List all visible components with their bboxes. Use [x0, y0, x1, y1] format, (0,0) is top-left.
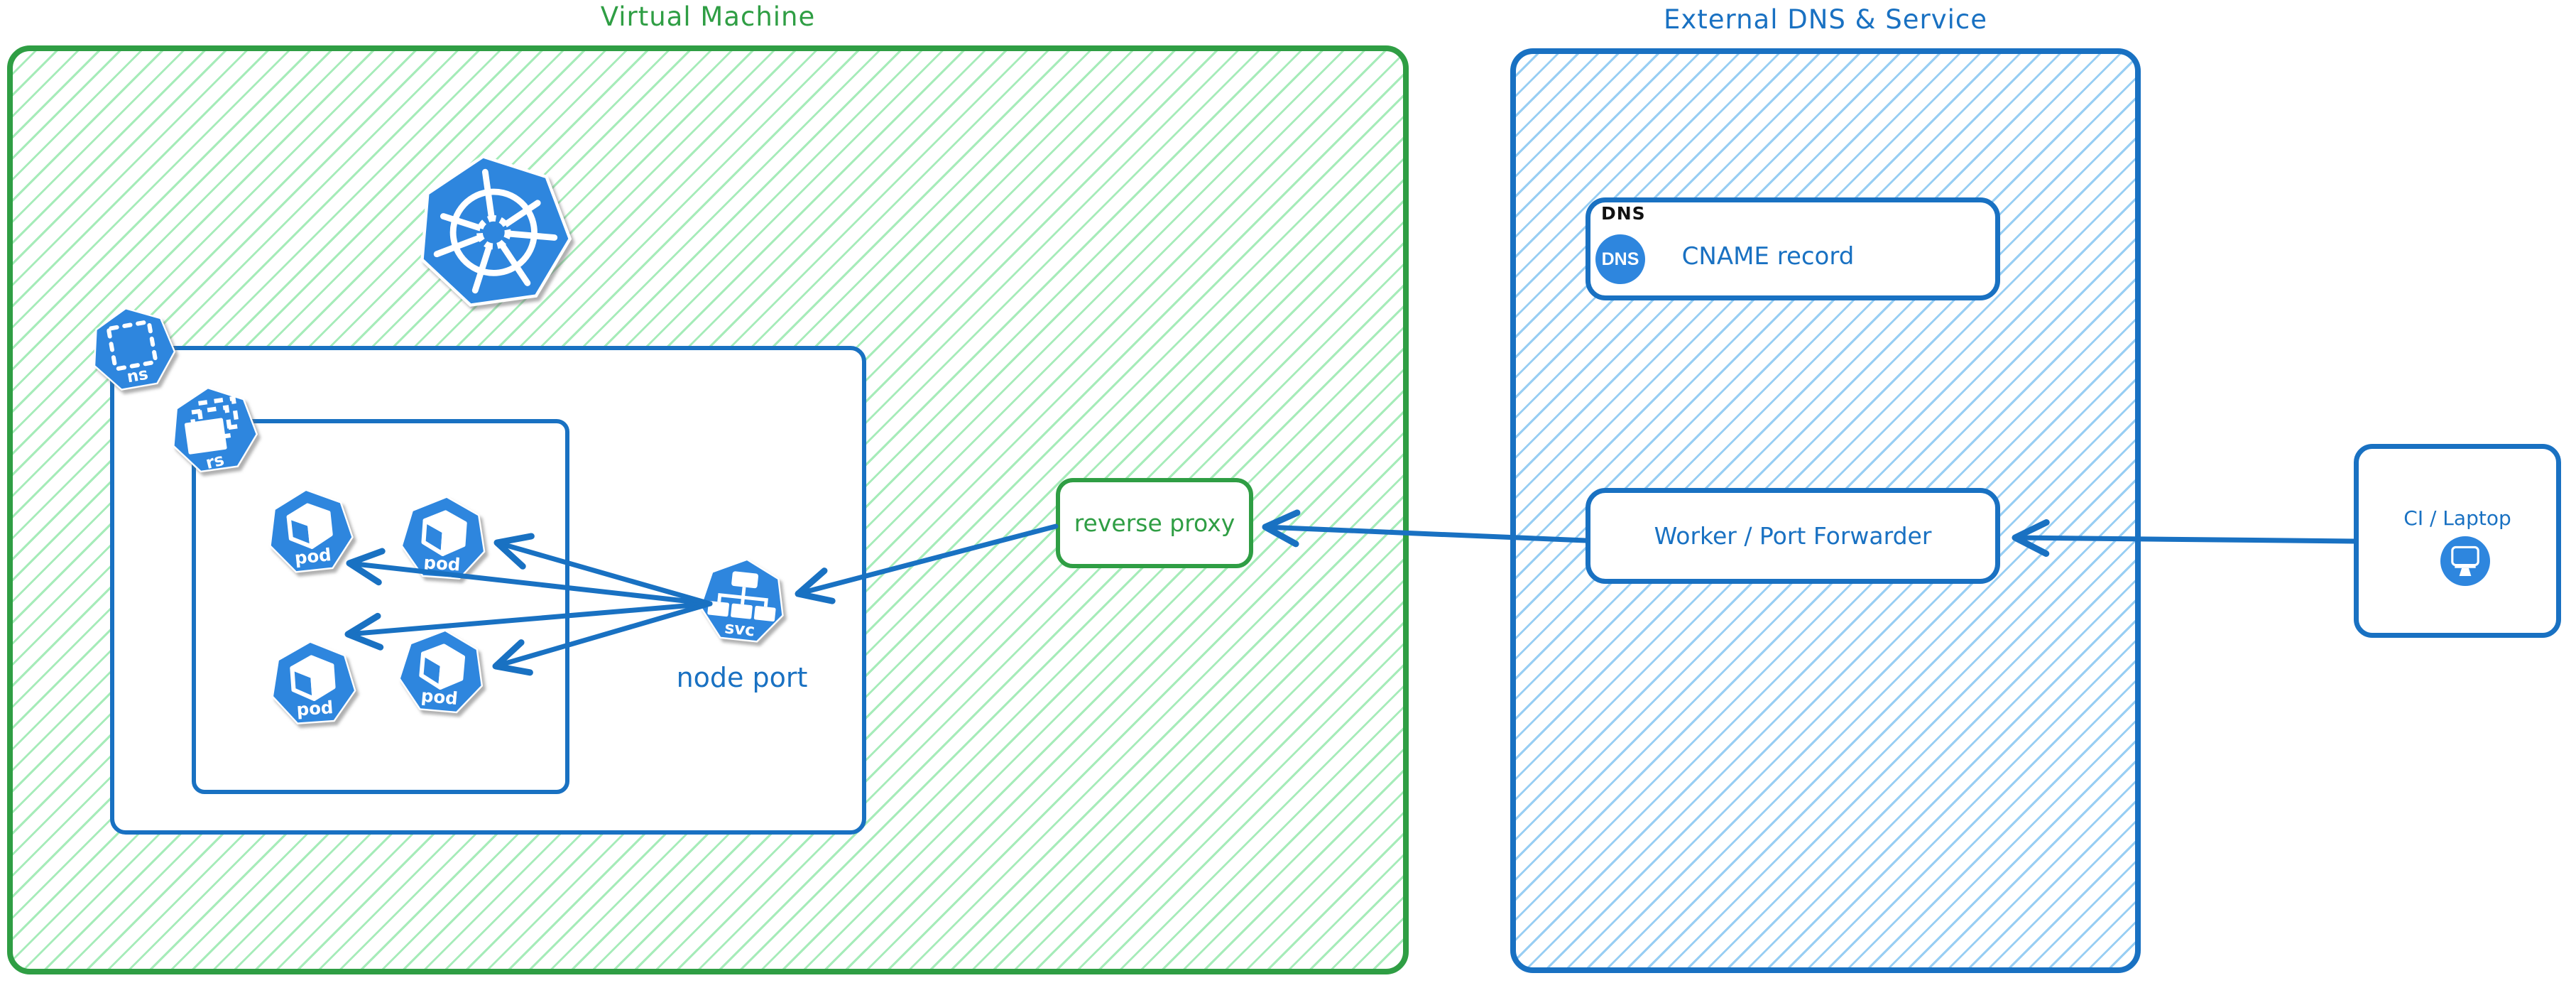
cname-record-label: CNAME record	[1681, 242, 1855, 271]
namespace-icon: ns	[93, 307, 175, 391]
pod-2-icon: pod	[400, 496, 486, 580]
reverse-proxy-box: reverse proxy	[1056, 478, 1253, 568]
node-port-label: node port	[676, 662, 808, 693]
replicaset-icon: rs	[173, 386, 258, 473]
worker-port-forwarder-box: Worker / Port Forwarder	[1586, 488, 2000, 584]
pod-3-icon: pod	[271, 641, 356, 724]
external-dns-service-title: External DNS & Service	[1663, 4, 1988, 35]
replicaset-box	[192, 419, 569, 794]
dns-badge-icon: DNS	[1595, 234, 1645, 284]
virtual-machine-title: Virtual Machine	[600, 1, 816, 32]
pod-1-icon: pod	[269, 489, 354, 573]
dns-badge-text: DNS	[1601, 249, 1639, 269]
service-icon-label: svc	[724, 618, 755, 640]
worker-port-forwarder-label: Worker / Port Forwarder	[1654, 522, 1932, 550]
pod-label: pod	[423, 552, 462, 575]
pod-label: pod	[296, 697, 334, 720]
pod-label: pod	[293, 544, 332, 568]
namespace-icon-label: ns	[126, 365, 150, 387]
ci-laptop-label: CI / Laptop	[2403, 506, 2511, 530]
laptop-monitor-icon	[2440, 536, 2490, 586]
pod-label: pod	[420, 685, 459, 709]
reverse-proxy-label: reverse proxy	[1074, 509, 1235, 537]
pod-4-icon: pod	[398, 629, 484, 714]
service-icon: svc	[699, 558, 784, 643]
dns-record-box	[1586, 197, 2000, 300]
dns-tag-label: DNS	[1601, 203, 1646, 224]
kubernetes-icon	[420, 155, 572, 307]
